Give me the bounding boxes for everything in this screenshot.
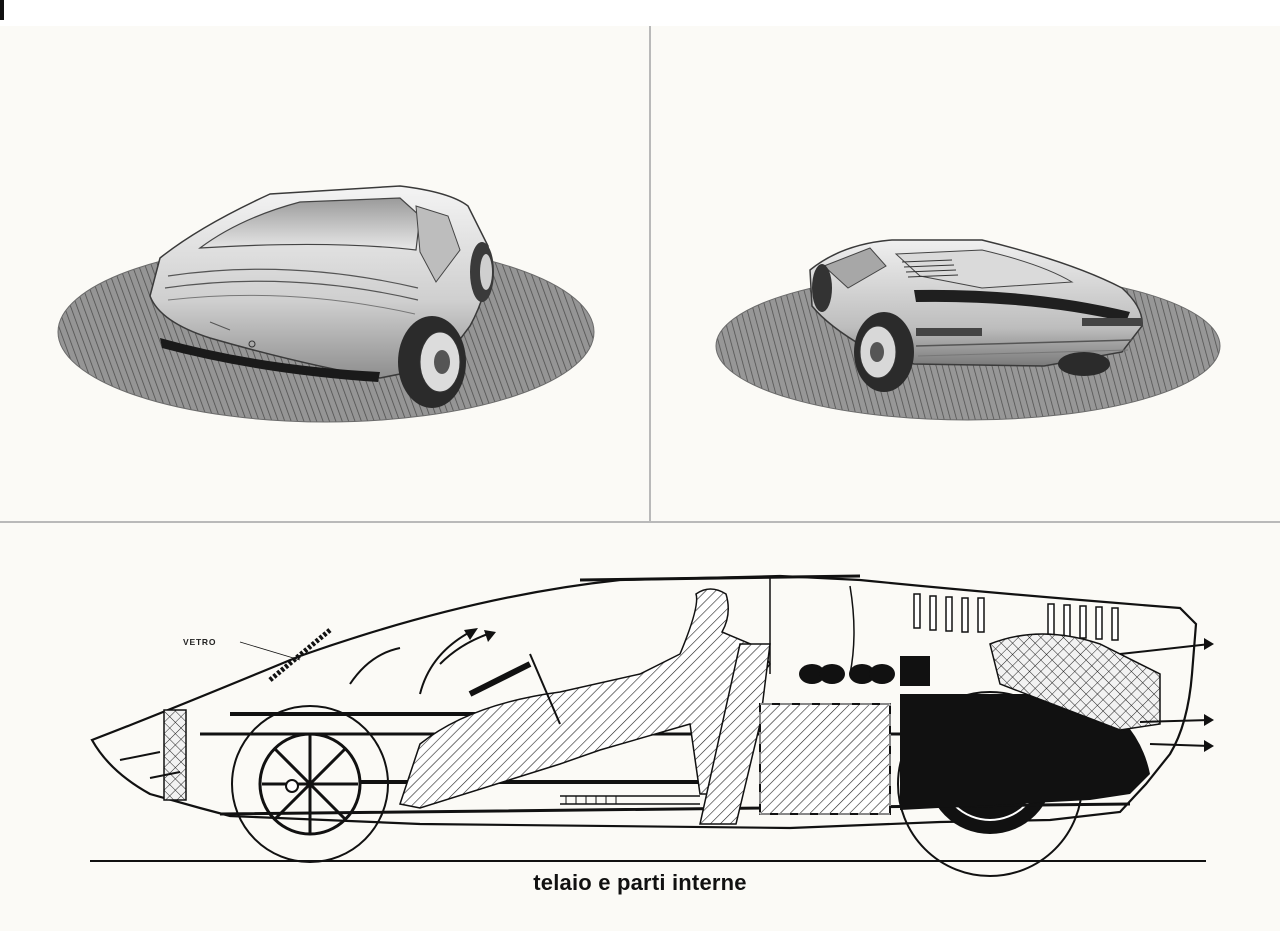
page-margin: [0, 0, 1280, 26]
front-view-panel: [0, 26, 648, 522]
rear-view-panel: [652, 26, 1280, 522]
vetro-callout-label: VETRO: [183, 637, 217, 647]
cutaway-panel: [0, 524, 1280, 931]
cutaway-caption: telaio e parti interne: [533, 870, 747, 895]
car-rear-three-quarter-sketch-icon: [715, 239, 1221, 421]
panel-divider-horizontal: [0, 521, 1280, 523]
car-chassis-cutaway-icon: [90, 574, 1214, 877]
panel-divider-vertical: [649, 26, 651, 522]
corner-mark: [0, 0, 4, 20]
car-front-three-quarter-sketch-icon: [57, 185, 595, 423]
